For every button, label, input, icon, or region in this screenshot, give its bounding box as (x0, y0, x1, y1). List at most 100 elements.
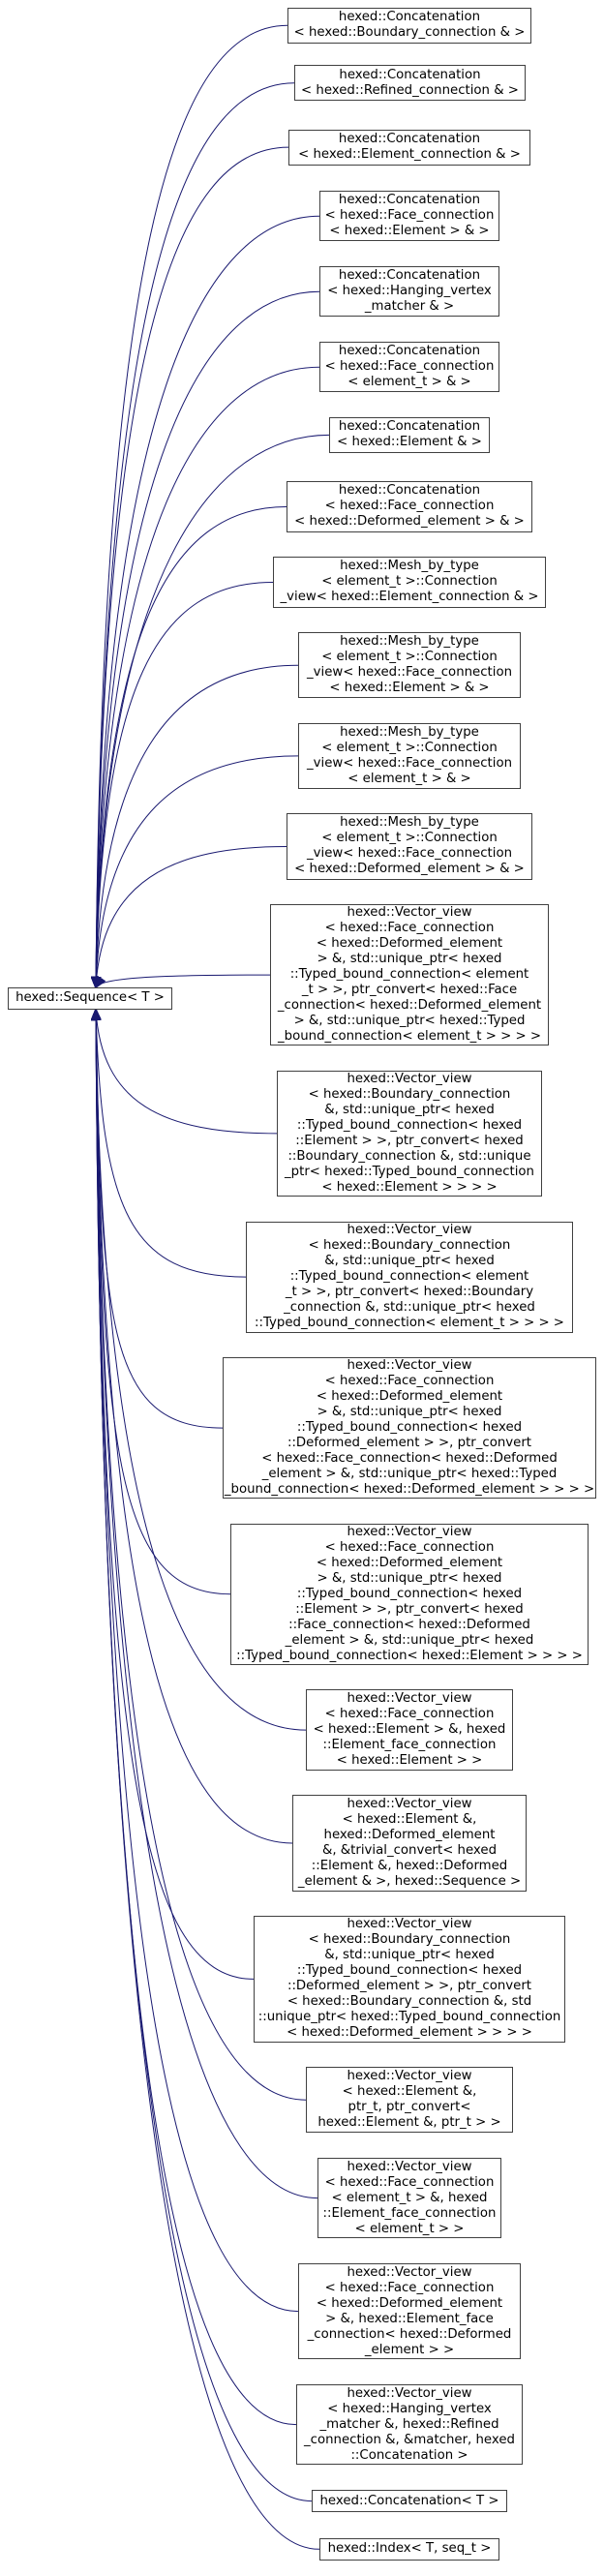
derived-node-vector-view-hanging-vertex-matcher-refined-label-line: ::Concatenation > (350, 2447, 468, 2463)
derived-node-mesh-by-type-connection-view-element-connection[interactable]: hexed::Mesh_by_type< element_t >::Connec… (273, 557, 546, 608)
derived-node-vector-view-boundary-connection-typed-element-t-label-line: _connection &, std::unique_ptr< hexed (284, 1300, 535, 1316)
derived-node-vector-view-element-deformed-trivial-convert-label-line: ::Element &, hexed::Deformed (311, 1858, 508, 1873)
derived-node-mesh-by-type-connection-view-face-connection-deformed[interactable]: hexed::Mesh_by_type< element_t >::Connec… (287, 813, 532, 880)
derived-node-vector-view-face-connection-deformed-typed-element-t[interactable]: hexed::Vector_view< hexed::Face_connecti… (270, 904, 549, 1046)
derived-node-vector-view-boundary-connection-typed-element-t-label-line: ::Typed_bound_connection< element_t > > … (255, 1316, 564, 1331)
derived-node-vector-view-boundary-connection-typed-element-t-label-line: _t > >, ptr_convert< hexed::Boundary (285, 1285, 534, 1300)
derived-node-vector-view-boundary-connection-typed-deformed-label-line: hexed::Vector_view (347, 1917, 472, 1932)
derived-node-vector-view-boundary-connection-typed-element[interactable]: hexed::Vector_view< hexed::Boundary_conn… (277, 1070, 542, 1197)
inheritance-edge-vector-view-element-deformed-trivial-convert (96, 1010, 293, 1844)
derived-node-index-template[interactable]: hexed::Index< T, seq_t > (319, 2537, 499, 2561)
derived-node-concatenation-hanging-vertex-matcher[interactable]: hexed::Concatenation< hexed::Hanging_ver… (319, 265, 499, 318)
derived-node-vector-view-element-ptr-convert-label-line: hexed::Element &, ptr_t > > (317, 2115, 501, 2131)
derived-node-vector-view-hanging-vertex-matcher-refined-label-line: hexed::Vector_view (347, 2385, 472, 2401)
derived-node-vector-view-face-connection-element-t-face-connection[interactable]: hexed::Vector_view< hexed::Face_connecti… (317, 2157, 501, 2239)
derived-node-vector-view-element-ptr-convert-label-line: ptr_t, ptr_convert< (347, 2100, 471, 2115)
derived-node-vector-view-face-connection-deformed-typed-element-label-line: ::Element > >, ptr_convert< hexed (295, 1601, 524, 1617)
derived-node-vector-view-face-connection-deformed-typed-deformed-label-line: ::Typed_bound_connection< hexed (296, 1420, 523, 1436)
derived-node-mesh-by-type-connection-view-element-connection-label-line: _view< hexed::Element_connection & > (280, 590, 539, 605)
derived-node-vector-view-face-connection-deformed-typed-deformed-label-line: < hexed::Face_connection (324, 1374, 495, 1389)
derived-node-vector-view-face-connection-element-face-connection-label-line: ::Element_face_connection (322, 1737, 497, 1752)
derived-node-vector-view-boundary-connection-typed-element-t-label-line: &, std::unique_ptr< hexed (324, 1254, 495, 1269)
derived-node-vector-view-element-deformed-trivial-convert-label-line: hexed::Vector_view (347, 1796, 472, 1811)
derived-node-vector-view-face-connection-element-face-connection[interactable]: hexed::Vector_view< hexed::Face_connecti… (306, 1689, 513, 1771)
derived-node-vector-view-face-connection-deformed-typed-deformed[interactable]: hexed::Vector_view< hexed::Face_connecti… (223, 1357, 596, 1500)
derived-node-mesh-by-type-connection-view-face-connection-element-t[interactable]: hexed::Mesh_by_type< element_t >::Connec… (298, 722, 521, 789)
derived-node-vector-view-element-deformed-trivial-convert[interactable]: hexed::Vector_view< hexed::Element &,hex… (292, 1795, 527, 1892)
derived-node-vector-view-element-deformed-trivial-convert-label-line: hexed::Deformed_element (323, 1827, 496, 1842)
derived-node-vector-view-face-connection-element-face-connection-label-line: < hexed::Face_connection (324, 1706, 495, 1721)
derived-node-vector-view-boundary-connection-typed-deformed[interactable]: hexed::Vector_view< hexed::Boundary_conn… (254, 1916, 565, 2043)
derived-node-vector-view-face-connection-deformed-element-face-label-line: > &, hexed::Element_face (325, 2311, 494, 2326)
derived-node-vector-view-face-connection-deformed-typed-element-label-line: < hexed::Face_connection (324, 1539, 495, 1555)
derived-node-vector-view-face-connection-deformed-typed-element-t-label-line: < hexed::Deformed_element (316, 936, 503, 952)
derived-node-concatenation-face-connection-element-label-line: < hexed::Element > & > (329, 224, 490, 239)
derived-node-concatenation-element-connection-label-line: hexed::Concatenation (338, 132, 481, 147)
derived-node-vector-view-face-connection-deformed-typed-element-label-line: < hexed::Deformed_element (316, 1555, 503, 1570)
derived-node-mesh-by-type-connection-view-face-connection-deformed-label-line: < hexed::Deformed_element > & > (294, 862, 525, 877)
derived-node-vector-view-element-ptr-convert[interactable]: hexed::Vector_view< hexed::Element &,ptr… (306, 2067, 513, 2134)
derived-node-vector-view-element-deformed-trivial-convert-label-line: &, &trivial_convert< hexed (321, 1842, 498, 1858)
derived-node-vector-view-face-connection-deformed-typed-element-t-label-line: ::Typed_bound_connection< element (289, 967, 529, 983)
inheritance-edge-vector-view-face-connection-element-t-face-connection (96, 1010, 318, 2199)
derived-node-concatenation-face-connection-element-t-label-line: < hexed::Face_connection (324, 359, 495, 375)
derived-node-vector-view-face-connection-deformed-typed-element-label-line: _element > &, std::unique_ptr< hexed (285, 1632, 534, 1648)
derived-node-vector-view-boundary-connection-typed-element-t-label-line: hexed::Vector_view (347, 1223, 472, 1238)
derived-node-concatenation-face-connection-element-t[interactable]: hexed::Concatenation< hexed::Face_connec… (319, 341, 499, 393)
derived-node-vector-view-face-connection-deformed-element-face[interactable]: hexed::Vector_view< hexed::Face_connecti… (298, 2262, 521, 2360)
derived-node-concatenation-boundary-connection[interactable]: hexed::Concatenation< hexed::Boundary_co… (287, 7, 531, 44)
derived-node-concatenation-face-connection-element-t-label-line: < element_t > & > (347, 375, 471, 390)
derived-node-concatenation-face-connection-element[interactable]: hexed::Concatenation< hexed::Face_connec… (319, 190, 499, 242)
inheritance-edge-mesh-by-type-connection-view-element-connection (96, 582, 274, 987)
derived-node-mesh-by-type-connection-view-face-connection-element-t-label-line: < element_t >::Connection (321, 740, 498, 755)
derived-node-concatenation-template[interactable]: hexed::Concatenation< T > (312, 2489, 507, 2513)
derived-node-vector-view-face-connection-deformed-typed-element-label-line: ::Face_connection< hexed::Deformed (288, 1617, 530, 1632)
derived-node-vector-view-element-deformed-trivial-convert-label-line: < hexed::Element &, (342, 1811, 477, 1827)
inheritance-edge-concatenation-refined-connection (96, 82, 295, 987)
derived-node-vector-view-boundary-connection-typed-deformed-label-line: ::Typed_bound_connection< hexed (296, 1963, 523, 1979)
derived-node-vector-view-face-connection-element-face-connection-label-line: < hexed::Element > > (336, 1752, 483, 1768)
base-class-sequence-node[interactable]: hexed::Sequence< T > (8, 986, 172, 1011)
derived-node-vector-view-face-connection-element-t-face-connection-label-line: < element_t > > (354, 2221, 465, 2236)
derived-node-concatenation-face-connection-element-t-label-line: hexed::Concatenation (338, 344, 481, 359)
derived-node-concatenation-refined-connection-label-line: hexed::Concatenation (339, 67, 481, 82)
derived-node-concatenation-template-label-line: hexed::Concatenation< T > (319, 2493, 499, 2508)
inheritance-edge-vector-view-boundary-connection-typed-element-t (96, 1010, 247, 1278)
derived-node-concatenation-element[interactable]: hexed::Concatenation< hexed::Element & > (329, 416, 490, 453)
derived-node-vector-view-face-connection-deformed-typed-element-t-label-line: _t > >, ptr_convert< hexed::Face (301, 983, 518, 998)
derived-node-mesh-by-type-connection-view-face-connection-element-t-label-line: hexed::Mesh_by_type (340, 724, 479, 740)
derived-node-concatenation-face-connection-deformed-element-label-line: hexed::Concatenation (338, 483, 481, 499)
inheritance-edge-concatenation-boundary-connection (96, 24, 288, 987)
derived-node-vector-view-boundary-connection-typed-deformed-label-line: < hexed::Deformed_element > > > > (287, 2025, 532, 2041)
derived-node-vector-view-face-connection-deformed-element-face-label-line: < hexed::Deformed_element (316, 2295, 503, 2311)
derived-node-vector-view-face-connection-deformed-typed-deformed-label-line: _element > &, std::unique_ptr< hexed::Ty… (261, 1467, 558, 1482)
derived-node-vector-view-boundary-connection-typed-deformed-label-line: < hexed::Boundary_connection (308, 1932, 511, 1948)
derived-node-concatenation-face-connection-element-label-line: < hexed::Face_connection (324, 208, 495, 224)
derived-node-vector-view-face-connection-deformed-typed-element-label-line: hexed::Vector_view (347, 1524, 472, 1539)
derived-node-concatenation-refined-connection[interactable]: hexed::Concatenation< hexed::Refined_con… (294, 65, 526, 102)
derived-node-vector-view-face-connection-element-t-face-connection-label-line: hexed::Vector_view (347, 2159, 472, 2174)
derived-node-vector-view-boundary-connection-typed-element-label-line: < hexed::Element > > > > (321, 1179, 498, 1195)
derived-node-mesh-by-type-connection-view-element-connection-label-line: hexed::Mesh_by_type (340, 559, 479, 574)
derived-node-vector-view-face-connection-deformed-typed-deformed-label-line: > &, std::unique_ptr< hexed (317, 1405, 502, 1420)
derived-node-vector-view-face-connection-deformed-element-face-label-line: _element > > (364, 2342, 455, 2357)
derived-node-vector-view-face-connection-deformed-typed-element[interactable]: hexed::Vector_view< hexed::Face_connecti… (230, 1523, 589, 1665)
inheritance-edge-concatenation-element-connection (96, 146, 289, 987)
derived-node-vector-view-boundary-connection-typed-element-label-line: ::Boundary_connection &, std::unique (287, 1148, 531, 1164)
derived-node-concatenation-face-connection-deformed-element[interactable]: hexed::Concatenation< hexed::Face_connec… (287, 481, 532, 532)
derived-node-concatenation-element-connection[interactable]: hexed::Concatenation< hexed::Element_con… (288, 129, 530, 166)
derived-node-mesh-by-type-connection-view-face-connection-element-label-line: _view< hexed::Face_connection (306, 665, 513, 681)
inheritance-edge-vector-view-face-connection-element-face-connection (96, 1010, 307, 1731)
derived-node-vector-view-face-connection-element-face-connection-label-line: hexed::Vector_view (347, 1690, 472, 1706)
derived-node-mesh-by-type-connection-view-face-connection-element-t-label-line: _view< hexed::Face_connection (306, 755, 513, 771)
derived-node-vector-view-face-connection-deformed-typed-element-t-label-line: > &, std::unique_ptr< hexed::Typed (293, 1014, 526, 1029)
derived-node-vector-view-boundary-connection-typed-element-t[interactable]: hexed::Vector_view< hexed::Boundary_conn… (246, 1221, 573, 1333)
derived-node-mesh-by-type-connection-view-face-connection-element[interactable]: hexed::Mesh_by_type< element_t >::Connec… (298, 632, 521, 699)
derived-node-vector-view-face-connection-deformed-typed-element-label-line: ::Typed_bound_connection< hexed::Element… (236, 1648, 583, 1663)
derived-node-vector-view-face-connection-deformed-typed-element-label-line: > &, std::unique_ptr< hexed (317, 1570, 502, 1586)
derived-node-vector-view-hanging-vertex-matcher-refined[interactable]: hexed::Vector_view< hexed::Hanging_verte… (296, 2383, 523, 2466)
derived-node-concatenation-face-connection-element-label-line: hexed::Concatenation (338, 193, 481, 208)
inheritance-edge-concatenation-face-connection-element-t (96, 366, 320, 987)
